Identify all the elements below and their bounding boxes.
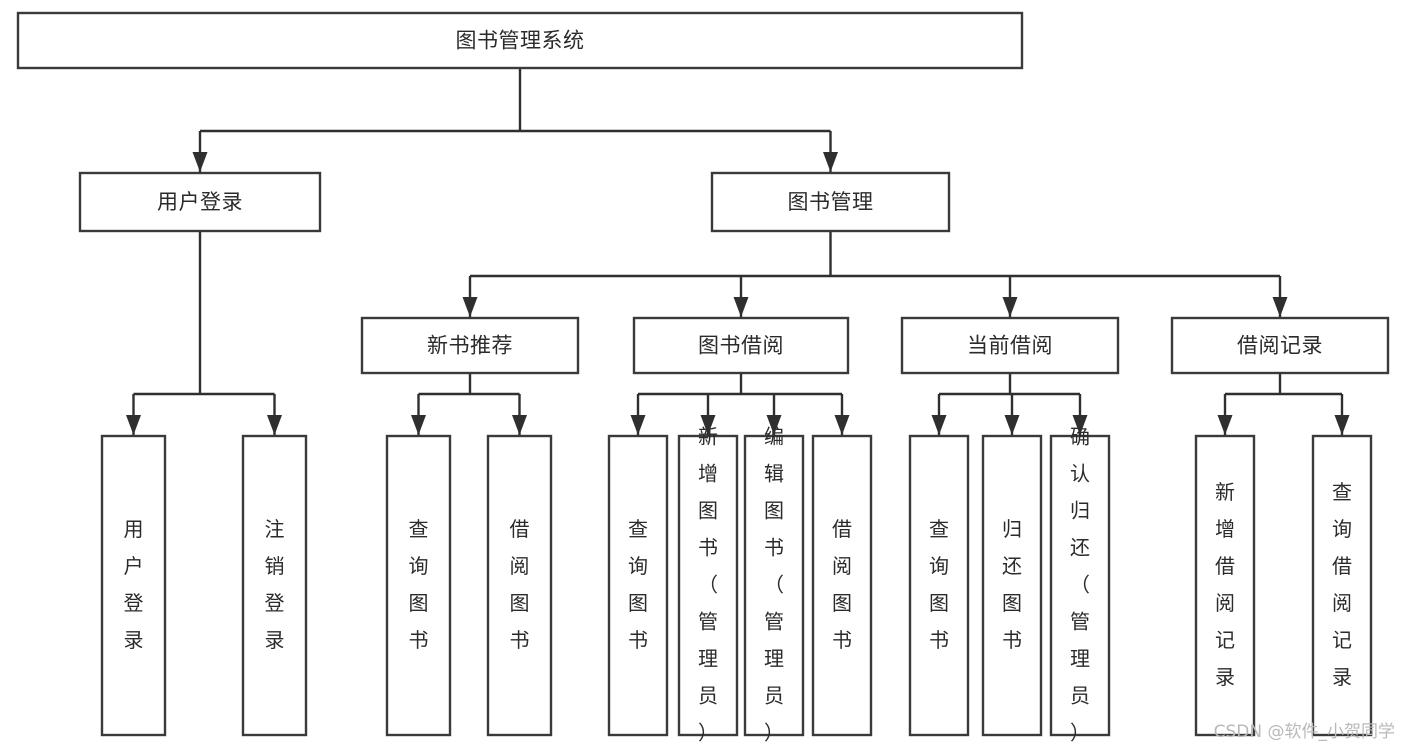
arrow-head-icon [462,297,478,317]
arrow-head-icon [1272,297,1288,317]
node-box-leaf-borrow-book [811,434,873,737]
node-label-leaf-query-book-current: 查询图书 [929,517,949,652]
node-label-new-book-recommend: 新书推荐 [427,334,513,358]
node-leaf-leaf-borrow-book[interactable]: 借阅图书 [811,434,873,737]
arrow-head-icon [766,415,782,435]
node-level1-user-login[interactable]: 用户登录 [78,171,322,233]
node-box-book-management [710,171,951,233]
arrow-head-icon [823,152,838,172]
node-label-borrow-record: 借阅记录 [1237,334,1323,358]
arrow-head-icon [931,415,947,435]
node-box-book-borrow [632,316,850,375]
node-box-user-login [78,171,322,233]
node-label-leaf-query-book-recommend: 查询图书 [409,517,429,652]
arrow-head-icon [700,415,716,435]
node-leaf-leaf-logout[interactable]: 注销登录 [241,434,308,737]
node-leaf-leaf-query-book-borrow[interactable]: 查询图书 [607,434,669,737]
node-level2-borrow-record[interactable]: 借阅记录 [1170,316,1390,375]
node-leaf-leaf-return-book[interactable]: 归还图书 [981,434,1043,737]
node-box-borrow-record [1170,316,1390,375]
node-leaf-leaf-add-borrow-record[interactable]: 新增借阅记录 [1194,434,1256,737]
node-label-leaf-return-book: 归还图书 [1002,517,1022,652]
arrow-head-icon [630,415,646,435]
node-leaf-leaf-add-book-admin[interactable]: 新增图书（管理员） [677,424,739,744]
node-box-leaf-borrow-book-recommend [486,434,553,737]
node-label-book-borrow: 图书借阅 [698,334,784,358]
node-label-user-login: 用户登录 [157,190,243,214]
node-leaf-leaf-query-book-recommend[interactable]: 查询图书 [385,434,452,737]
node-leaf-leaf-edit-book-admin[interactable]: 编辑图书（管理员） [743,424,805,744]
arrow-head-icon [411,415,426,435]
node-box-leaf-query-borrow-record [1311,434,1373,737]
node-label-leaf-edit-book-admin: 编辑图书（管理员） [764,424,784,744]
csdn-watermark: CSDN @软件_小贺同学 [1213,722,1395,742]
node-leaf-leaf-query-book-current[interactable]: 查询图书 [908,434,970,737]
node-label-root: 图书管理系统 [456,29,585,53]
node-box-leaf-return-book [981,434,1043,737]
node-box-leaf-user-login [100,434,167,737]
node-box-leaf-query-book-current [908,434,970,737]
node-box-leaf-confirm-return-admin [1049,434,1111,737]
node-label-current-borrow: 当前借阅 [967,334,1053,358]
node-box-new-book-recommend [360,316,580,375]
node-leaf-leaf-query-borrow-record[interactable]: 查询借阅记录 [1311,434,1373,737]
node-level2-new-book-recommend[interactable]: 新书推荐 [360,316,580,375]
arrow-head-icon [1217,415,1233,435]
node-root[interactable]: 图书管理系统 [16,11,1024,70]
node-label-leaf-borrow-book-recommend: 借阅图书 [510,517,530,652]
node-level2-current-borrow[interactable]: 当前借阅 [900,316,1120,375]
node-leaf-leaf-user-login[interactable]: 用户登录 [100,434,167,737]
node-label-leaf-query-borrow-record: 查询借阅记录 [1332,480,1352,689]
node-layer: 图书管理系统用户登录图书管理新书推荐图书借阅当前借阅借阅记录用户登录注销登录查询… [16,11,1390,744]
node-level1-book-management[interactable]: 图书管理 [710,171,951,233]
arrow-head-icon [1334,415,1350,435]
node-box-current-borrow [900,316,1120,375]
node-label-leaf-confirm-return-admin: 确认归还（管理员） [1070,424,1090,744]
arrow-head-icon [1004,415,1020,435]
node-label-book-management: 图书管理 [788,190,874,214]
arrow-head-icon [512,415,527,435]
arrow-head-icon [1002,297,1018,317]
node-label-leaf-user-login: 用户登录 [124,517,144,652]
arrow-head-icon [1072,415,1088,435]
arrow-head-icon [126,415,141,435]
arrow-head-icon [192,152,208,172]
node-label-leaf-add-book-admin: 新增图书（管理员） [698,424,718,744]
node-box-leaf-logout [241,434,308,737]
node-label-leaf-add-borrow-record: 新增借阅记录 [1215,480,1235,689]
node-leaf-leaf-confirm-return-admin[interactable]: 确认归还（管理员） [1049,424,1111,744]
node-level2-book-borrow[interactable]: 图书借阅 [632,316,850,375]
node-box-leaf-query-book-borrow [607,434,669,737]
node-box-leaf-query-book-recommend [385,434,452,737]
node-label-leaf-query-book-borrow: 查询图书 [628,517,648,652]
arrow-head-icon [834,415,850,435]
node-label-leaf-logout: 注销登录 [265,517,285,652]
node-leaf-leaf-borrow-book-recommend[interactable]: 借阅图书 [486,434,553,737]
arrow-head-icon [733,297,749,317]
node-box-leaf-edit-book-admin [743,434,805,737]
node-box-leaf-add-book-admin [677,434,739,737]
node-box-root [16,11,1024,70]
node-box-leaf-add-borrow-record [1194,434,1256,737]
node-label-leaf-borrow-book: 借阅图书 [832,517,852,652]
connector-layer [126,68,1350,435]
arrow-head-icon [267,415,282,435]
